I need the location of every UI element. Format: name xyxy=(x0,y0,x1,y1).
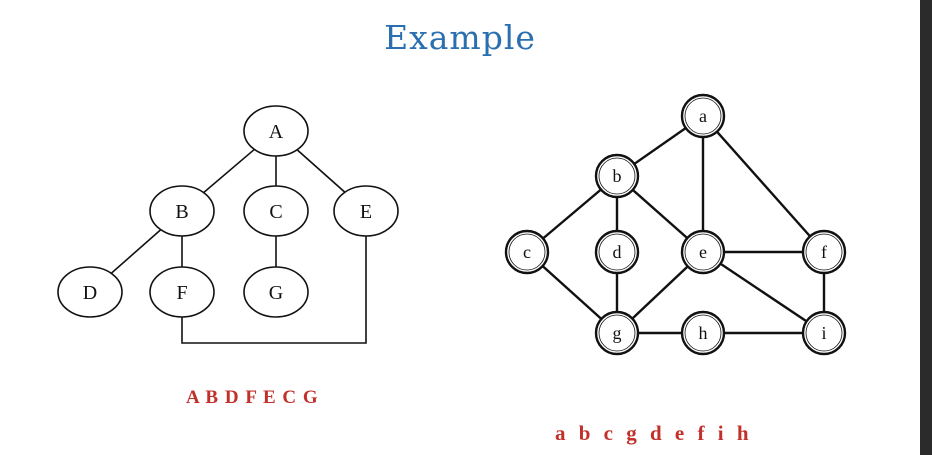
tree-nodes: A B C E D F G xyxy=(57,105,399,318)
tree-edge-F-E xyxy=(181,236,367,344)
tree-node-label-B: B xyxy=(175,201,188,223)
graph-node-ring-a xyxy=(684,97,722,135)
graph-edges xyxy=(526,115,826,335)
graph-node-label-a: a xyxy=(699,106,707,126)
graph-node-label-h: h xyxy=(699,323,708,343)
slide-title: Example xyxy=(384,18,536,57)
tree-node-B xyxy=(149,185,215,237)
tree-node-A xyxy=(243,105,309,157)
graph-node-b xyxy=(594,153,640,199)
graph-node-ring-h xyxy=(684,314,722,352)
tree-node-D xyxy=(57,266,123,318)
graph-nodes: a b c d e f g h i xyxy=(504,93,847,356)
graph-node-label-d: d xyxy=(613,242,622,262)
tree-node-E xyxy=(333,185,399,237)
graph-node-label-e: e xyxy=(699,242,707,262)
graph-node-h xyxy=(680,310,726,356)
tree-node-label-D: D xyxy=(83,282,97,304)
tree-node-F xyxy=(149,266,215,318)
graph-node-label-b: b xyxy=(613,166,622,186)
graph-node-label-g: g xyxy=(613,323,622,343)
tree-node-G xyxy=(243,266,309,318)
graph-node-ring-g xyxy=(598,314,636,352)
graph-node-label-i: i xyxy=(821,323,826,343)
window-edge-bar xyxy=(920,0,932,455)
graph-node-label-f: f xyxy=(821,242,827,262)
graph-node-d xyxy=(594,229,640,275)
graph-edge-a-f xyxy=(702,115,825,253)
graph-node-label-c: c xyxy=(523,242,531,262)
tree-node-label-C: C xyxy=(269,201,282,223)
graph-node-i xyxy=(801,310,847,356)
graph-node-a xyxy=(680,93,726,139)
graph-node-g xyxy=(594,310,640,356)
graph-edge-e-i xyxy=(702,251,825,334)
graph-node-ring-e xyxy=(684,233,722,271)
graph-node-ring-c xyxy=(508,233,546,271)
graph-node-ring-b xyxy=(598,157,636,195)
tree-traversal-order: A B D F E C G xyxy=(186,387,319,408)
graph-node-e xyxy=(680,229,726,275)
graph-node-f xyxy=(801,229,847,275)
tree-node-C xyxy=(243,185,309,237)
graph-node-ring-i xyxy=(805,314,843,352)
tree-node-label-A: A xyxy=(269,121,284,143)
tree-node-label-G: G xyxy=(269,282,283,304)
tree-node-label-E: E xyxy=(360,201,372,223)
graph-traversal-order: a b c g d e f i h xyxy=(555,421,750,445)
tree-edges xyxy=(89,130,367,344)
graph-node-ring-d xyxy=(598,233,636,271)
graph-node-ring-f xyxy=(805,233,843,271)
tree-node-label-F: F xyxy=(176,282,187,304)
graph-node-c xyxy=(504,229,550,275)
